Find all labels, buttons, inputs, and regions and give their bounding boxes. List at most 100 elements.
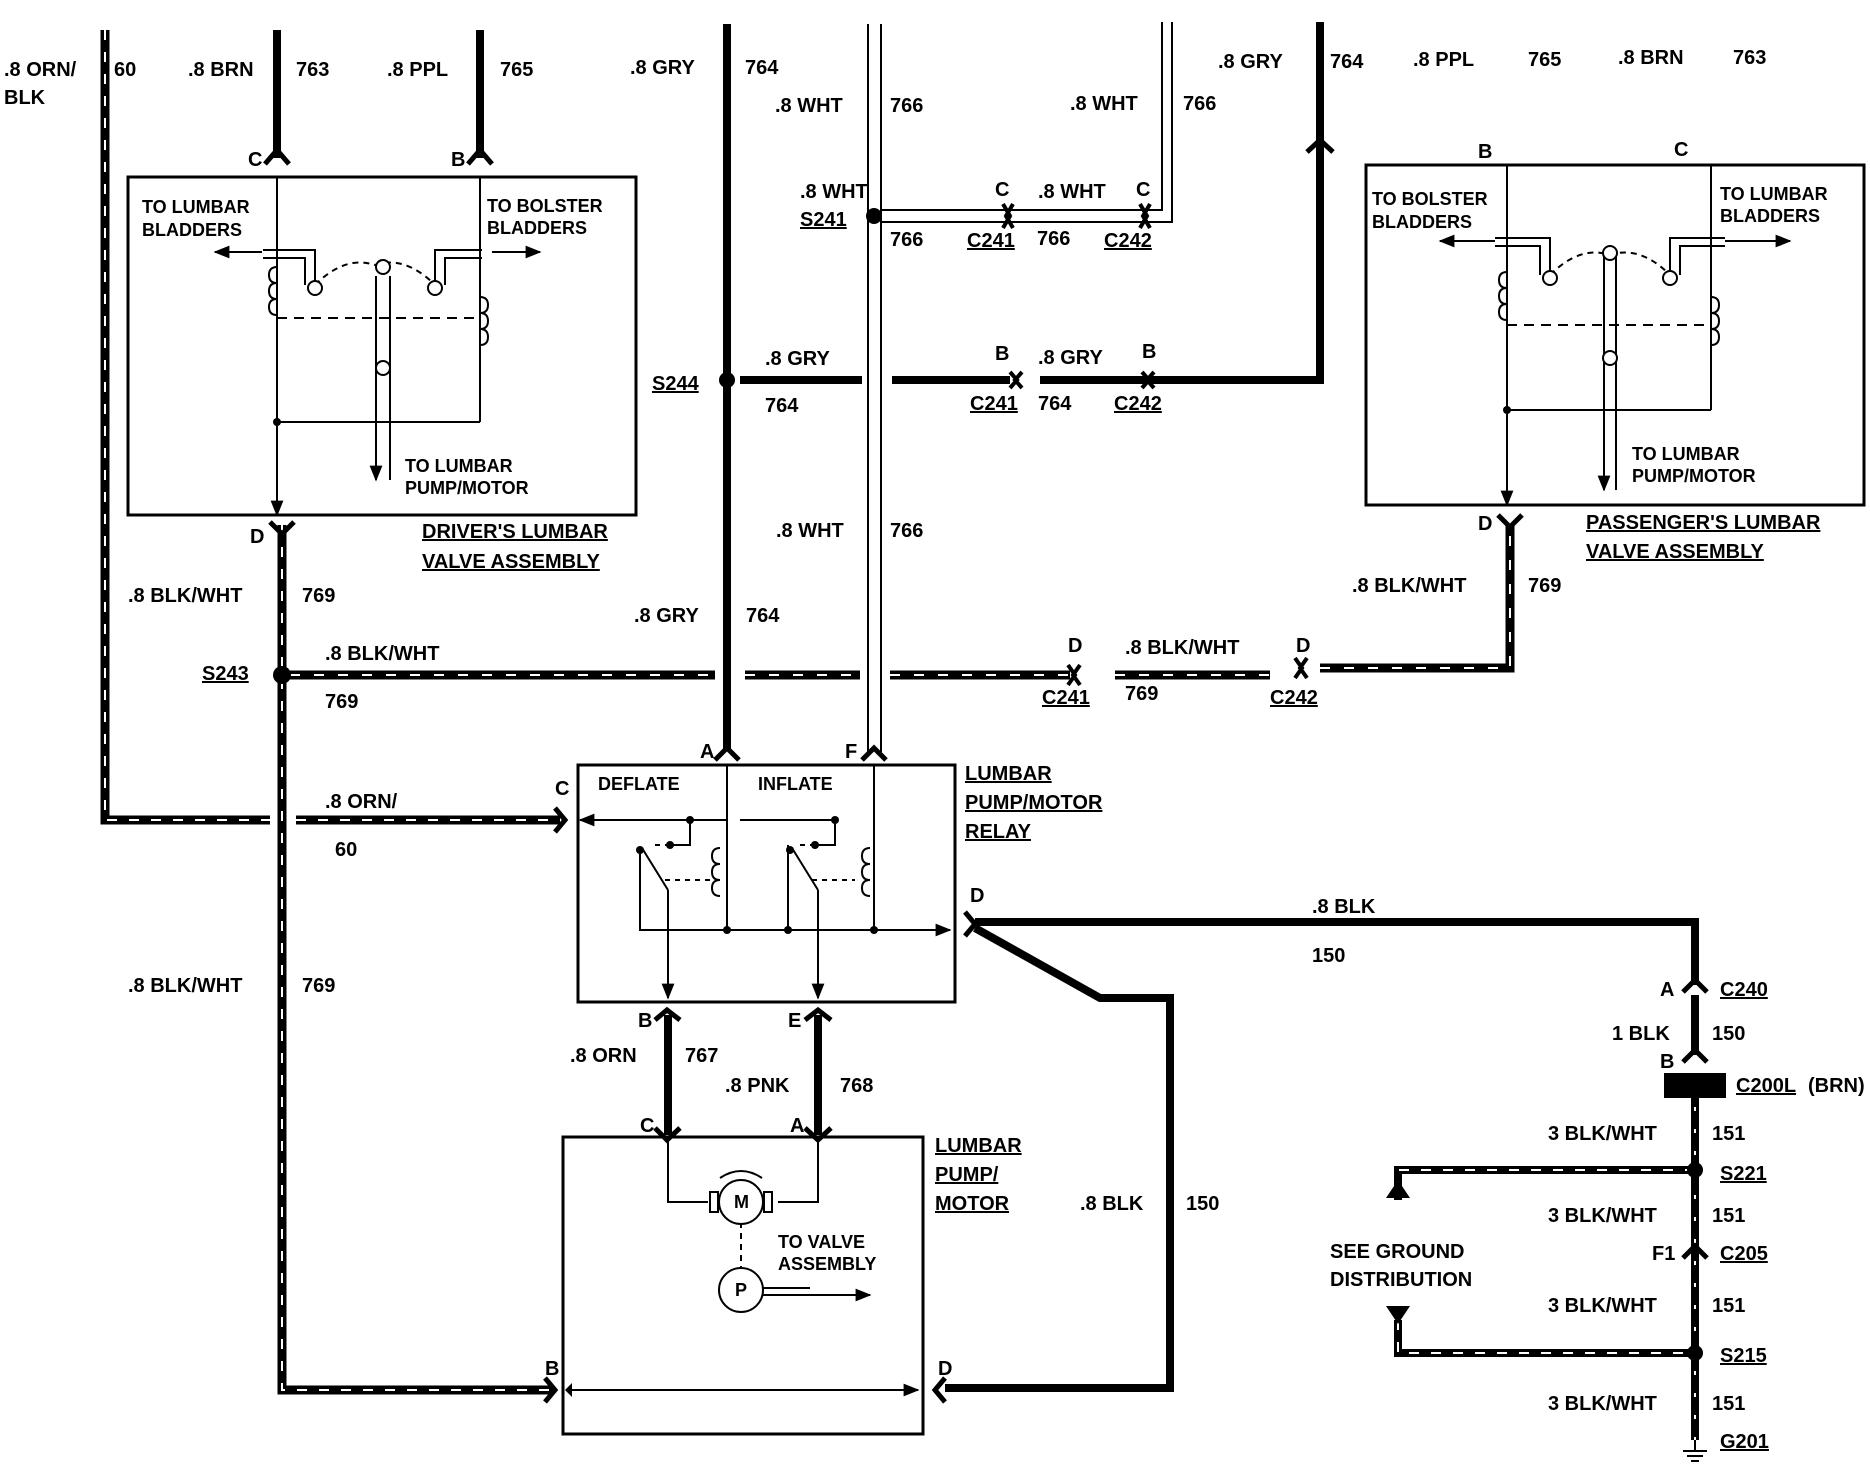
passenger-lumbar-valve-assembly <box>1364 163 1866 507</box>
pin-c-pump: C <box>640 1115 654 1137</box>
motor-icon <box>718 1179 764 1225</box>
label-w766-top: .8 WHT <box>775 95 843 117</box>
label-c200l-color: (BRN) <box>1808 1075 1865 1097</box>
pin-c-c241-766: C <box>995 179 1009 201</box>
splice-dots <box>273 208 1703 1361</box>
label-n766-mid2: 766 <box>890 520 923 542</box>
label-n151-1: 151 <box>1712 1123 1745 1145</box>
label-see-ground-2: DISTRIBUTION <box>1330 1269 1472 1291</box>
label-w768: .8 PNK <box>725 1075 790 1097</box>
label-n150-c: 150 <box>1712 1023 1745 1045</box>
pin-d-c242: D <box>1296 635 1310 657</box>
wire-766-wht <box>867 22 1173 752</box>
label-n768: 768 <box>840 1075 873 1097</box>
label-s243: S243 <box>202 663 249 685</box>
label-w764-mid: .8 GRY <box>1038 347 1103 369</box>
label-to-lumbar-pass-2: BLADDERS <box>1720 206 1820 226</box>
label-s244: S244 <box>652 373 700 395</box>
label-to-lumbar-1: TO LUMBAR <box>142 197 250 217</box>
label-pump-1: LUMBAR <box>935 1135 1022 1157</box>
connector-chevrons <box>263 136 1709 1404</box>
label-to-lumbar-2: BLADDERS <box>142 220 242 240</box>
label-s241: S241 <box>800 209 847 231</box>
label-to-pump-2: PUMP/MOTOR <box>405 478 529 498</box>
label-see-ground-1: SEE GROUND <box>1330 1241 1464 1263</box>
splice-s221 <box>1687 1162 1703 1178</box>
pin-c-relay: C <box>555 778 569 800</box>
label-c240: C240 <box>1720 979 1768 1001</box>
label-driver-valve-2: VALVE ASSEMBLY <box>422 551 600 573</box>
label-w763-pass: .8 BRN <box>1618 47 1684 69</box>
pin-e-relay: E <box>788 1010 801 1032</box>
label-n766-mid: 766 <box>1037 228 1070 250</box>
label-c241-766: C241 <box>967 230 1015 252</box>
label-w766-mid: .8 WHT <box>1038 181 1106 203</box>
label-to-pump-pass-1: TO LUMBAR <box>1632 444 1740 464</box>
label-n151-3: 151 <box>1712 1295 1745 1317</box>
label-n767: 767 <box>685 1045 718 1067</box>
ground-g201-icon <box>1683 1440 1707 1462</box>
label-n765-pass: 765 <box>1528 49 1561 71</box>
label-relay-1: LUMBAR <box>965 763 1052 785</box>
label-pump-2: PUMP/ <box>935 1164 999 1186</box>
label-n769-mid: 769 <box>1125 683 1158 705</box>
pump-icon <box>718 1267 764 1313</box>
pin-a-relay: A <box>700 741 714 763</box>
label-to-bolster-pass-2: BLADDERS <box>1372 212 1472 232</box>
pin-b-c241-764: B <box>995 343 1009 365</box>
splice-s243 <box>273 666 291 684</box>
pin-d-driver: D <box>250 526 264 548</box>
label-w764-right: .8 GRY <box>1218 51 1283 73</box>
label-to-valve-2: ASSEMBLY <box>778 1254 876 1274</box>
pin-b-driver: B <box>451 149 465 171</box>
label-to-bolster-1: TO BOLSTER <box>487 196 603 216</box>
pin-d-relay: D <box>970 885 984 907</box>
label-n769-top: 769 <box>302 585 335 607</box>
label-w151-1: 3 BLK/WHT <box>1548 1123 1657 1145</box>
label-w151-3: 3 BLK/WHT <box>1548 1295 1657 1317</box>
label-s215: S215 <box>1720 1345 1767 1367</box>
label-w766-s241: .8 WHT <box>800 181 868 203</box>
label-w150-top: .8 BLK <box>1312 896 1376 918</box>
label-c241-764: C241 <box>970 393 1018 415</box>
label-n766-right: 766 <box>1183 93 1216 115</box>
label-driver-valve-1: DRIVER'S LUMBAR <box>422 521 608 543</box>
pin-a-c240: A <box>1660 979 1674 1001</box>
label-w767: .8 ORN <box>570 1045 637 1067</box>
label-w769-pass: .8 BLK/WHT <box>1352 575 1466 597</box>
label-w764-low: .8 GRY <box>634 605 699 627</box>
pin-b-pass: B <box>1478 141 1492 163</box>
label-g201: G201 <box>1720 1431 1769 1453</box>
label-n60-mid: 60 <box>335 839 357 861</box>
lumbar-pump-motor <box>561 1135 925 1436</box>
splice-s215 <box>1687 1345 1703 1361</box>
label-c200l: C200L <box>1736 1075 1796 1097</box>
label-w765-pass: .8 PPL <box>1413 49 1474 71</box>
label-w766-right: .8 WHT <box>1070 93 1138 115</box>
label-w763: .8 BRN <box>188 59 254 81</box>
label-to-valve-1: TO VALVE <box>778 1232 865 1252</box>
label-c205: C205 <box>1720 1243 1768 1265</box>
pin-b-pump: B <box>545 1358 559 1380</box>
label-n764-top: 764 <box>745 57 779 79</box>
label-w765: .8 PPL <box>387 59 448 81</box>
label-deflate: DEFLATE <box>598 774 680 794</box>
label-w764-s244: .8 GRY <box>765 348 830 370</box>
label-n769-s243: 769 <box>325 691 358 713</box>
label-w764-top: .8 GRY <box>630 57 695 79</box>
pin-d-pass: D <box>1478 513 1492 535</box>
label-n765: 765 <box>500 59 533 81</box>
label-w769-mid: .8 BLK/WHT <box>1125 637 1239 659</box>
label-s221: S221 <box>1720 1163 1767 1185</box>
label-n763-pass: 763 <box>1733 47 1766 69</box>
connector-c200l-block <box>1664 1073 1726 1098</box>
pin-c-c242-766: C <box>1136 179 1150 201</box>
label-relay-2: PUMP/MOTOR <box>965 792 1103 814</box>
splice-s241 <box>866 208 882 224</box>
label-n764-s244: 764 <box>765 395 799 417</box>
label-pass-valve-2: VALVE ASSEMBLY <box>1586 541 1764 563</box>
label-n764-right: 764 <box>1330 51 1364 73</box>
label-w60b: BLK <box>4 87 46 109</box>
wire-151-blk-wht <box>1386 1085 1699 1440</box>
